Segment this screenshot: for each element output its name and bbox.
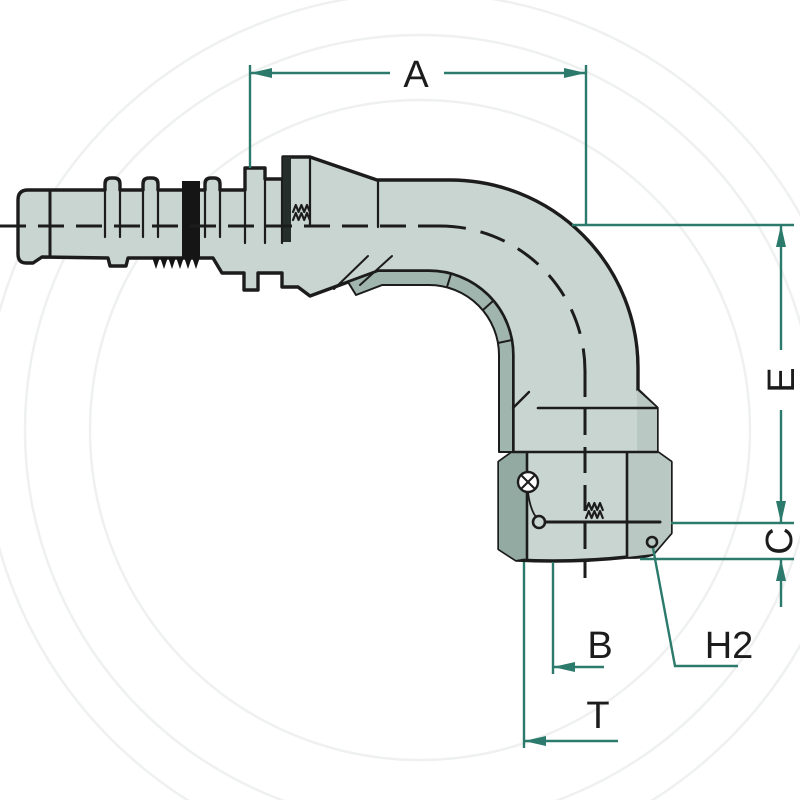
- dimension-e: E: [572, 223, 800, 525]
- hose-tail-details: [48, 155, 380, 257]
- dimension-b: B: [551, 562, 613, 674]
- shell-dark-edge: [283, 157, 291, 242]
- oring-marker-icon: [516, 470, 540, 518]
- bend-inner-shading: [347, 270, 514, 453]
- h2-leader-line: [651, 547, 738, 668]
- dimension-h2: H2: [651, 547, 754, 668]
- arrow-left-icon: [553, 662, 575, 672]
- h2-reference-dot: [645, 535, 659, 549]
- arrow-left-icon: [524, 736, 546, 746]
- arrow-right-icon: [564, 68, 586, 78]
- arrow-up-icon: [776, 559, 786, 581]
- dimension-label-h2: H2: [705, 625, 754, 667]
- arrow-down-icon: [776, 501, 786, 523]
- body-silhouette: [16, 155, 673, 563]
- dimension-label-t: T: [586, 695, 609, 737]
- bend-chamfer-ticks: [333, 255, 513, 344]
- nut-left-facet: [499, 452, 527, 560]
- fitting-body: [16, 155, 673, 563]
- dimension-t: T: [522, 562, 618, 748]
- centerlines: [0, 224, 587, 578]
- hose-tail-serrations: [152, 257, 200, 269]
- dimension-a: A: [248, 54, 588, 225]
- arrow-left-icon: [250, 68, 272, 78]
- dimension-c: C: [640, 527, 800, 607]
- dimension-label-c: C: [759, 527, 800, 554]
- thread-stamp-icon: [291, 203, 604, 520]
- dimension-label-b: B: [587, 625, 612, 667]
- leader-dot: [531, 514, 547, 530]
- downpipe-details: [511, 390, 659, 452]
- ferrule-black-band: [182, 181, 200, 257]
- dimension-label-a: A: [403, 54, 429, 96]
- dimension-label-e: E: [761, 367, 800, 392]
- arrow-up-icon: [776, 225, 786, 247]
- dimensions: A E C B: [248, 54, 800, 748]
- swivel-nut: [499, 450, 671, 560]
- nut-right-facet: [627, 452, 671, 557]
